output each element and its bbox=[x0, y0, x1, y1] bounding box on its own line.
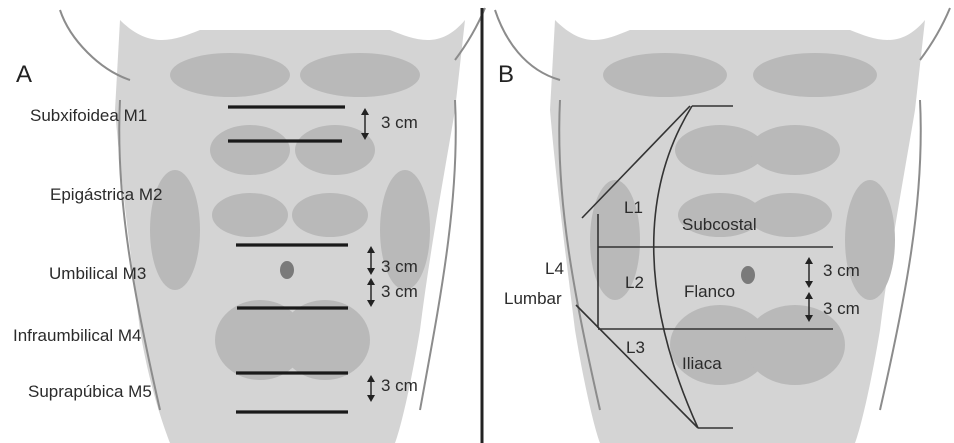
label-epigastrica-m2: Epigástrica M2 bbox=[50, 185, 162, 204]
label-l2: L2 bbox=[625, 273, 644, 292]
navel-b bbox=[741, 266, 755, 284]
measure-3cm-flank-lower: 3 cm bbox=[823, 299, 860, 318]
panel-b: B L1 L2 L3 L4 Lumbar Subcostal Flanco Il… bbox=[495, 8, 950, 443]
label-iliaca: Iliaca bbox=[682, 354, 722, 373]
measure-3cm-m1: 3 cm bbox=[381, 113, 418, 132]
label-subcostal: Subcostal bbox=[682, 215, 757, 234]
measure-3cm-m5: 3 cm bbox=[381, 376, 418, 395]
measure-3cm-m3-lower: 3 cm bbox=[381, 282, 418, 301]
label-subxifoidea-m1: Subxifoidea M1 bbox=[30, 106, 147, 125]
label-l1: L1 bbox=[624, 198, 643, 217]
label-l4: L4 bbox=[545, 259, 564, 278]
label-umbilical-m3: Umbilical M3 bbox=[49, 264, 146, 283]
label-flanco: Flanco bbox=[684, 282, 735, 301]
label-l3: L3 bbox=[626, 338, 645, 357]
label-suprapubica-m5: Suprapúbica M5 bbox=[28, 382, 152, 401]
torso-illustration-a bbox=[60, 8, 485, 443]
measure-3cm-flank-upper: 3 cm bbox=[823, 261, 860, 280]
label-lumbar: Lumbar bbox=[504, 289, 562, 308]
measure-3cm-m3-upper: 3 cm bbox=[381, 257, 418, 276]
label-infraumbilical-m4: Infraumbilical M4 bbox=[13, 326, 142, 345]
panel-a-letter: A bbox=[16, 61, 32, 88]
navel-a bbox=[280, 261, 294, 279]
panel-a: A Subxifoidea M1 Epigástrica M2 Umbilica… bbox=[13, 8, 485, 443]
panel-b-letter: B bbox=[498, 61, 514, 88]
